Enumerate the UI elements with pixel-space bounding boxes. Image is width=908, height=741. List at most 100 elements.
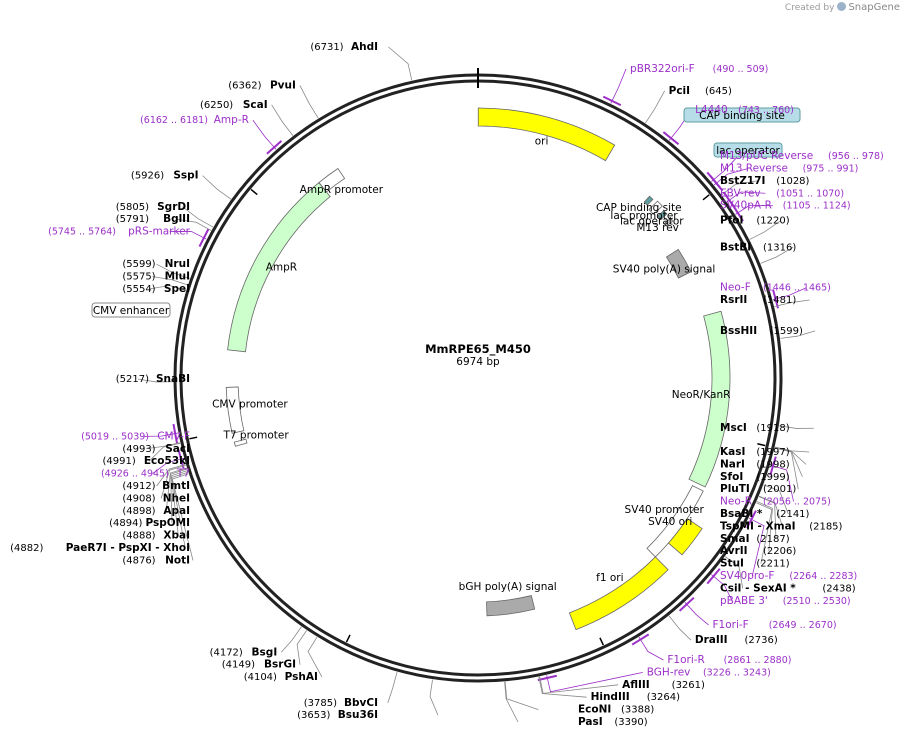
feature-ampr xyxy=(227,182,331,353)
cmv-enhancer-box xyxy=(91,302,171,318)
leader-line xyxy=(160,464,186,499)
enzyme-bsabi-name: BsaBI * xyxy=(720,508,763,520)
enzyme-smai-position: (2187) xyxy=(756,534,789,545)
primer-site-mark xyxy=(769,456,777,476)
enzyme-noti-name: NotI xyxy=(165,554,190,566)
tick-mark xyxy=(599,637,605,646)
primer-ebv-rev-name: EBV-rev xyxy=(720,187,761,199)
feature-t7-promoter xyxy=(233,438,248,447)
feature-label-m13-rev: M13 rev xyxy=(636,222,679,234)
leader-line xyxy=(171,471,189,549)
primer-f1ori-r-position: (2861 .. 2880) xyxy=(724,655,792,666)
primer-site-mark xyxy=(772,289,779,309)
enzyme-pasi-position: (3390) xyxy=(614,717,647,728)
enzyme-sfoi-name: SfoI xyxy=(720,471,743,483)
enzyme-pluti-position: (2001) xyxy=(763,484,796,495)
enzyme-eco53ki-name: Eco53kI xyxy=(144,455,190,467)
enzyme-bstbi-position: (1316) xyxy=(763,242,796,253)
enzyme-apai-name: ApaI xyxy=(163,505,190,517)
primer-amp-r-name: Amp-R xyxy=(214,114,249,126)
primer-cmv-f-position: (5019 .. 5039) xyxy=(81,431,149,442)
feature-cap-binding-site xyxy=(643,195,654,206)
enzyme-bsshii-name: BssHII xyxy=(720,325,757,337)
primer-site-mark xyxy=(746,510,757,529)
enzyme-tspmi-xmai-position: (2185) xyxy=(809,521,842,532)
enzyme-afliii-name: AflIII xyxy=(622,679,650,691)
primer-bgh-rev-position: (3226 .. 3243) xyxy=(703,667,771,678)
enzyme-bbvci-position: (3785) xyxy=(304,698,337,709)
enzyme-draiii-name: DraIII xyxy=(695,634,728,646)
leader-line xyxy=(756,502,773,564)
primer-site-mark xyxy=(602,95,622,106)
primer-m13-reverse-position: (975 .. 991) xyxy=(803,163,859,174)
leader-line xyxy=(724,556,744,589)
primer-m13-puc-reverse-position: (956 .. 978) xyxy=(828,151,884,162)
primer-site-mark xyxy=(678,596,695,612)
leader-line xyxy=(504,681,519,723)
primer-site-mark xyxy=(631,633,650,646)
leader-line xyxy=(504,681,539,710)
leader-line xyxy=(299,85,319,119)
primer-site-mark xyxy=(266,140,283,155)
primer-site-mark xyxy=(706,568,721,585)
primer-site-mark xyxy=(662,131,680,146)
enzyme-csii-sexai-name: CsiI - SexAI * xyxy=(720,582,796,594)
leader-line xyxy=(143,432,179,437)
primer-neo-f-name: Neo-F xyxy=(720,282,751,294)
enzyme-pshai-name: PshAI xyxy=(285,671,318,683)
enzyme-rsrii-name: RsrII xyxy=(720,294,747,306)
enzyme-msci-position: (1918) xyxy=(756,423,789,434)
primer-site-mark xyxy=(731,204,744,222)
credit-prefix: Created by xyxy=(784,3,835,13)
leader-line xyxy=(152,457,184,474)
primer-pbabe-3-name: pBABE 3' xyxy=(720,595,768,607)
enzyme-nari-name: NarI xyxy=(720,458,745,470)
enzyme-econi-position: (3388) xyxy=(621,705,654,716)
enzyme-pluti-name: PluTI xyxy=(720,483,750,495)
primer-site-mark xyxy=(709,175,724,192)
primer-sv40pro-f-position: (2264 .. 2283) xyxy=(789,571,857,582)
enzyme-stui-name: StuI xyxy=(720,558,744,570)
enzyme-spei-name: SpeI xyxy=(164,283,190,295)
leader-line xyxy=(645,90,665,124)
enzyme-pvui-name: PvuI xyxy=(270,79,296,91)
feature-m13-rev xyxy=(663,217,674,227)
primer-f1ori-f-name: F1ori-F xyxy=(713,619,749,631)
leader-line xyxy=(387,671,398,703)
enzyme-tspmi-xmai-name: TspMI - XmaI xyxy=(720,520,796,532)
enzyme-bsabi-position: (2141) xyxy=(776,509,809,520)
enzyme-nhei-name: NheI xyxy=(163,492,190,504)
leader-line xyxy=(175,218,212,231)
primer-m13-puc-reverse-name: M13/pUC Reverse xyxy=(720,150,813,162)
primer-t7-name: T7 xyxy=(176,468,190,480)
leader-line xyxy=(760,246,794,264)
enzyme-ahdi-name: AhdI xyxy=(351,41,378,53)
feature-label-neor-kanr: NeoR/KanR xyxy=(672,389,731,401)
enzyme-msci-name: MscI xyxy=(720,422,747,434)
feature-neor-kanr xyxy=(688,310,731,488)
feature-ori xyxy=(477,107,616,162)
leader-line xyxy=(780,330,816,339)
enzyme-afliii-position: (3261) xyxy=(672,680,705,691)
cap-binding-site-label: CAP binding site xyxy=(699,110,785,122)
enzyme-bstz17i-name: BstZ17I xyxy=(720,175,765,187)
leader-line xyxy=(711,155,739,182)
leader-line xyxy=(713,168,749,186)
enzyme-spei-position: (5554) xyxy=(122,284,155,295)
enzyme-csii-sexai-position: (2438) xyxy=(822,583,855,594)
enzyme-bglii-position: (5791) xyxy=(116,214,149,225)
enzyme-stui-position: (2211) xyxy=(756,559,789,570)
leader-line xyxy=(296,630,308,665)
enzyme-bsrgi-position: (4149) xyxy=(222,660,255,671)
ticks-group xyxy=(189,188,766,646)
enzyme-rsrii-position: (1481) xyxy=(763,295,796,306)
enzyme-econi-name: EcoNI xyxy=(578,704,611,716)
leader-line xyxy=(756,501,773,552)
primer-amp-r-position: (6162 .. 6181) xyxy=(140,115,208,126)
feature-label-ampr: AmpR xyxy=(266,262,297,274)
enzyme-sspi-name: SspI xyxy=(173,170,198,182)
enzyme-scai-name: ScaI xyxy=(243,99,268,111)
leader-line xyxy=(307,636,323,678)
feature-label-cap-binding-site: CAP binding site xyxy=(596,202,682,214)
primer-t7-position: (4926 .. 4945) xyxy=(101,469,169,480)
